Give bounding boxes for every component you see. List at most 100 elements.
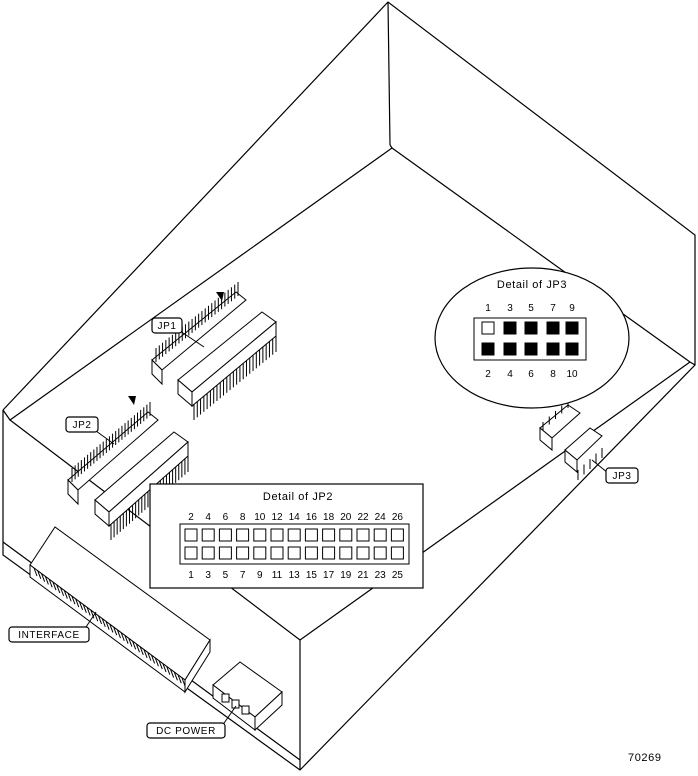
jp3-pin-number: 8: [550, 369, 556, 380]
interface-pin-stub: [124, 635, 129, 644]
jp1-pin1-marker: [216, 292, 224, 301]
jp2-pin-number: 16: [306, 512, 318, 523]
interface-pin-stub: [166, 666, 171, 675]
interface-pin-stub: [41, 573, 46, 582]
detail-jp3-title: Detail of JP3: [497, 279, 567, 291]
jp3-pin: [524, 321, 538, 335]
dc-power-connector: [212, 661, 283, 732]
jp3-connector: [539, 404, 603, 474]
jp3-pin-number: 3: [507, 303, 513, 314]
callout-jp2: JP2: [65, 416, 115, 445]
jp3-pin: [565, 321, 579, 335]
jp2-pin: [236, 546, 250, 560]
jp2-pin: [339, 528, 353, 542]
jp2-pin: [201, 546, 215, 560]
interface-pin-stub: [181, 677, 186, 687]
jp2-pin: [373, 528, 387, 542]
interface-pin-stub: [147, 652, 152, 661]
interface-pin-stub: [79, 601, 84, 611]
callout-jp3: JP3: [591, 459, 639, 484]
interface-pin-stub: [113, 627, 118, 636]
jp2-pin-number: 7: [240, 570, 246, 581]
jp2-pin: [356, 528, 370, 542]
interface-pin-stub: [173, 672, 178, 681]
jp2-pin: [287, 546, 301, 560]
interface-pin-stub: [158, 660, 163, 670]
callout-interface-label: INTERFACE: [18, 630, 80, 641]
interface-pins: [33, 567, 186, 687]
jp2-pin: [390, 546, 404, 560]
interface-pin-stub: [71, 596, 76, 605]
callout-dc-power: DC POWER: [146, 705, 237, 739]
jp3-pin: [481, 342, 495, 356]
interface-pin-stub: [98, 615, 102, 625]
jp2-pin1-marker: [128, 396, 136, 405]
jp3-detail-pins: [481, 321, 579, 356]
interface-pin-stub: [33, 567, 38, 577]
interface-pin-stub: [143, 649, 148, 658]
jp2-pin-number: 6: [223, 512, 229, 523]
jp2-pin-number: 5: [223, 570, 229, 581]
interface-pin-stub: [52, 581, 57, 591]
interface-pin-stub: [170, 669, 175, 678]
detail-jp2-title: Detail of JP2: [263, 491, 333, 503]
jp2-pin-number: 24: [375, 512, 387, 523]
interface-pin-stub: [101, 618, 106, 627]
jp2-pin: [356, 546, 370, 560]
jp3-pin-number: 4: [507, 369, 513, 380]
jp3-pin: [503, 321, 517, 335]
interface-pin-stub: [109, 624, 114, 633]
jp2-pin-number: 23: [375, 570, 387, 581]
callout-jp1: JP1: [151, 317, 205, 348]
interface-pin-stub: [177, 675, 182, 684]
jp3-pin: [524, 342, 538, 356]
jp2-pin: [373, 546, 387, 560]
interface-pin-stub: [37, 570, 42, 579]
jp3-pin-number: 7: [550, 303, 556, 314]
interface-pin-stub: [44, 576, 49, 585]
jp3-pin-number: 9: [569, 303, 575, 314]
interface-pin-stub: [154, 658, 159, 667]
jp2-pin: [236, 528, 250, 542]
jp2-connector: [67, 411, 189, 528]
jp2-pin: [201, 528, 215, 542]
jp3-pin-number: 5: [528, 303, 534, 314]
jp2-pin-number: 13: [289, 570, 301, 581]
callout-dc-power-label: DC POWER: [156, 726, 216, 737]
jp2-pin-number: 21: [357, 570, 369, 581]
jp3-pin-number: 1: [485, 303, 491, 314]
jp3-pins: [542, 400, 603, 480]
interface-pin-stub: [48, 579, 53, 588]
jp3-pin-number: 10: [566, 369, 578, 380]
jp2-pin-number: 10: [254, 512, 266, 523]
jp3-pin-number: 6: [528, 369, 534, 380]
jp2-pin: [390, 528, 404, 542]
interface-pin-stub: [86, 607, 91, 616]
interface-pin-stub: [120, 632, 125, 642]
jp2-detail-pins: [184, 528, 404, 560]
jp2-pin-number: 1: [188, 570, 194, 581]
interface-pin-stub: [90, 610, 95, 619]
interface-pin-stub: [132, 641, 137, 650]
jp2-pin-number: 9: [257, 570, 263, 581]
jp2-pin: [218, 528, 232, 542]
callout-jp1-label: JP1: [157, 321, 176, 332]
jp2-pin-number: 19: [340, 570, 352, 581]
jp2-pin: [304, 528, 318, 542]
callout-interface: INTERFACE: [8, 611, 97, 643]
interface-pin-stub: [94, 612, 99, 622]
callout-jp2-label: JP2: [72, 420, 91, 431]
jp3-top-numbers: 1 3 5 7 9: [485, 303, 575, 314]
jp2-pin-number: 12: [271, 512, 283, 523]
jp3-pin: [503, 342, 517, 356]
interface-connector: [29, 526, 211, 694]
jp2-pin-number: 11: [272, 570, 283, 581]
jp1-pins: [155, 282, 277, 420]
jp3-pin: [546, 321, 560, 335]
interface-pin-stub: [162, 663, 167, 673]
jp2-pin-number: 4: [205, 512, 211, 523]
jp2-pin-number: 20: [340, 512, 352, 523]
